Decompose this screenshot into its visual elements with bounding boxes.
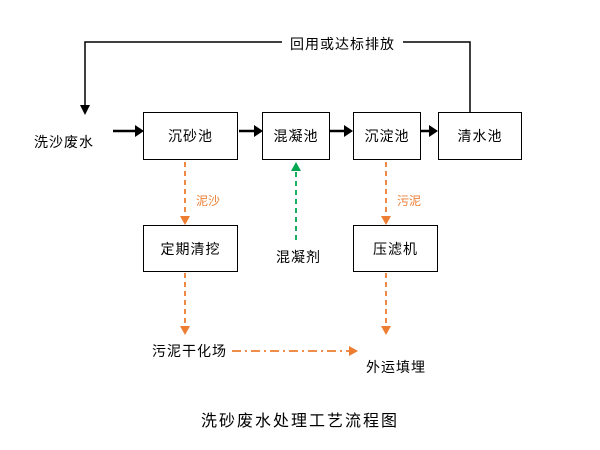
arrow-dredging-to-drying-field [180, 273, 190, 335]
recycle-discharge-label: 回用或达标排放 [282, 34, 403, 54]
coagulant-label: 混凝剂 [276, 249, 321, 265]
influent-label: 洗沙废水 [34, 134, 94, 150]
box-coagulation-tank: 混凝池 [262, 112, 330, 160]
box-clearwater-tank-label: 清水池 [457, 128, 503, 144]
box-periodic-dredging: 定期清挖 [143, 225, 238, 272]
recycle-arrowhead-down [80, 105, 90, 115]
landfill-label: 外运填埋 [366, 359, 426, 375]
box-grit-chamber: 沉砂池 [143, 112, 238, 160]
box-filter-press-label: 压滤机 [373, 240, 418, 257]
arrow-sedimentation-to-clearwater [421, 125, 438, 137]
arrow-grit-to-dredging [180, 162, 190, 225]
drying-field-label: 污泥干化场 [152, 343, 227, 359]
sediment-label: 泥沙 [196, 194, 221, 208]
box-filter-press: 压滤机 [353, 225, 438, 272]
box-coagulation-tank-label: 混凝池 [273, 128, 319, 144]
arrow-filter-press-to-landfill [381, 273, 391, 335]
box-sedimentation-tank-label: 沉淀池 [364, 128, 410, 144]
box-sedimentation-tank: 沉淀池 [353, 112, 421, 160]
arrow-drying-field-to-landfill [232, 346, 358, 356]
box-clearwater-tank: 清水池 [438, 112, 522, 160]
arrow-grit-to-coagulation [239, 125, 263, 137]
recycle-loop-line [80, 41, 471, 115]
box-periodic-dredging-label: 定期清挖 [160, 240, 221, 257]
sludge-label: 污泥 [397, 194, 422, 208]
arrow-coagulant-to-coagulation [291, 162, 301, 240]
diagram-title: 洗砂废水处理工艺流程图 [200, 413, 399, 430]
arrow-coagulation-to-sedimentation [330, 125, 353, 137]
box-grit-chamber-label: 沉砂池 [168, 128, 213, 144]
influent-arrow [113, 125, 144, 137]
arrow-sedimentation-to-filter-press [381, 162, 391, 225]
